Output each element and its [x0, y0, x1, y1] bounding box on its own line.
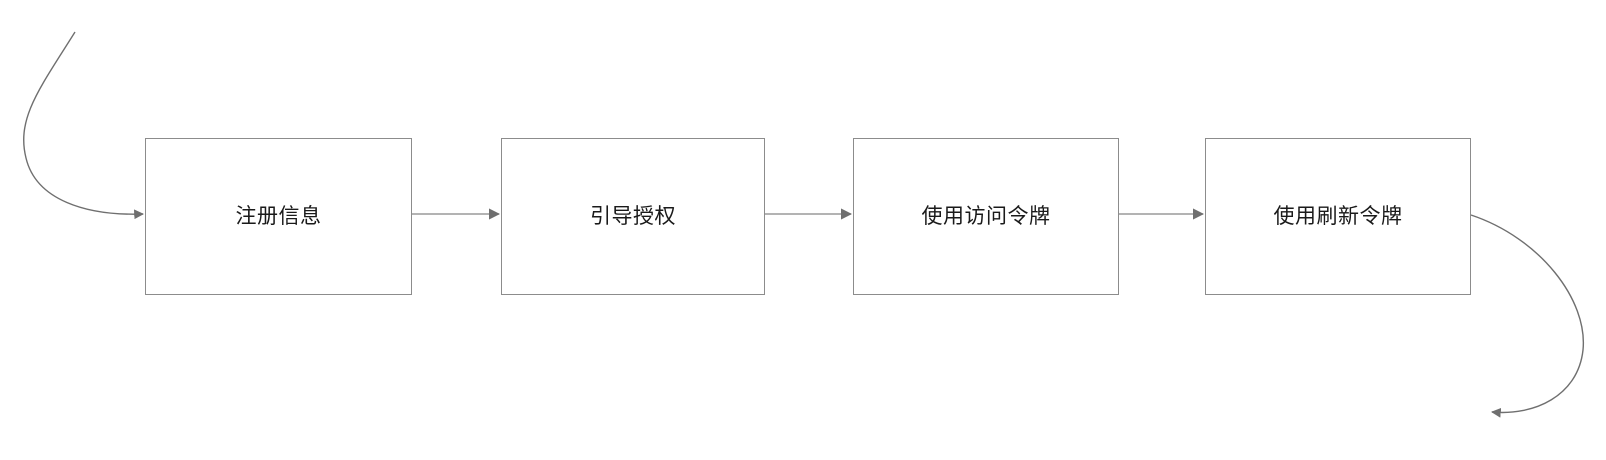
edge-exit-arrow: [1470, 214, 1585, 418]
node-authorize[interactable]: 引导授权: [501, 138, 765, 295]
node-authorize-label: 引导授权: [590, 204, 676, 228]
node-register-label: 注册信息: [235, 204, 322, 228]
node-register[interactable]: 注册信息: [145, 138, 412, 295]
node-access-token[interactable]: 使用访问令牌: [853, 138, 1119, 295]
node-access-token-label: 使用访问令牌: [921, 204, 1051, 228]
node-refresh-token-label: 使用刷新令牌: [1273, 204, 1403, 228]
edge-entry-arrow: [23, 31, 144, 220]
node-refresh-token[interactable]: 使用刷新令牌: [1205, 138, 1471, 295]
